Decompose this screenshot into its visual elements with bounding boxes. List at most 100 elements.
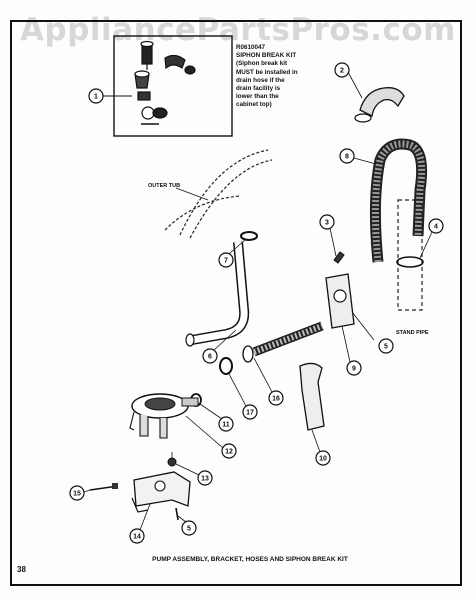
callout-12: 12 xyxy=(225,449,233,456)
outer-tub-rim-b xyxy=(189,159,273,239)
page-number: 38 xyxy=(17,565,26,574)
leader-13 xyxy=(175,463,200,476)
callout-16: 16 xyxy=(272,396,280,403)
callout-circle-11 xyxy=(218,416,234,432)
pump-leg-a xyxy=(139,414,149,437)
callout-circle-14 xyxy=(129,528,145,544)
callout-leader-5a xyxy=(351,311,375,341)
leader-7 xyxy=(228,239,246,255)
leader-5b xyxy=(177,515,187,523)
outer-tub-rim-a xyxy=(179,149,269,236)
callout-circle-9 xyxy=(346,360,362,376)
hose-bracket-hole xyxy=(333,289,347,303)
page-frame xyxy=(10,20,462,586)
callout-circle-15 xyxy=(69,485,85,501)
kit-valve-top xyxy=(134,70,150,78)
hose-end-16 xyxy=(242,345,254,363)
callout-circle-2 xyxy=(334,62,350,78)
outer-tub-label: OUTER TUB xyxy=(148,183,181,189)
outer-tub-rim-c xyxy=(164,195,241,231)
kit-note-line: drain facility is xyxy=(236,85,281,93)
pump-leg-b xyxy=(159,418,168,439)
kit-box xyxy=(113,35,233,137)
leader-2 xyxy=(347,71,363,99)
kit-clamp-b xyxy=(152,107,168,119)
drain-elbow-mouth xyxy=(354,113,372,123)
bracket-foot xyxy=(131,497,149,513)
kit-note-line: lower than the xyxy=(236,93,279,101)
callout-5a: 5 xyxy=(384,344,388,351)
callout-circle-7 xyxy=(218,252,234,268)
pump-inlet-tube-end xyxy=(185,333,195,347)
hose-clip xyxy=(333,251,345,264)
leader-3 xyxy=(329,227,337,257)
callout-circle-8 xyxy=(339,148,355,164)
callout-circle-6 xyxy=(202,348,218,364)
callout-numbers: 1 2 3 4 5 6 7 8 9 10 11 12 13 14 5 15 16… xyxy=(73,68,438,541)
drain-hose-ribs xyxy=(371,140,426,263)
callout-leaders xyxy=(83,71,433,531)
leader-9 xyxy=(341,325,351,363)
pump-hose-ribs xyxy=(252,323,324,355)
leader-16 xyxy=(253,357,273,393)
callout-circle-5b xyxy=(181,520,197,536)
callout-circle-13 xyxy=(197,470,213,486)
hose-clamp-4 xyxy=(396,256,424,268)
kit-part-number: R0610047 xyxy=(236,44,266,51)
pump-inlet-tube-fill xyxy=(191,241,248,344)
callout-8: 8 xyxy=(345,154,349,161)
kit-note-line: (Siphon break kit xyxy=(236,60,288,68)
kit-tee-cap xyxy=(140,40,154,48)
callout-circle-16 xyxy=(268,390,284,406)
kit-ring xyxy=(141,106,155,120)
kit-clamp-a xyxy=(184,65,196,75)
pump-assembly xyxy=(129,393,199,439)
kit-note-line: drain hose if the xyxy=(236,76,285,84)
callout-6: 6 xyxy=(208,354,212,361)
nut-13 xyxy=(167,457,177,467)
stand-pipe xyxy=(397,199,423,311)
callout-circle-12 xyxy=(221,443,237,459)
callout-3: 3 xyxy=(325,220,329,227)
outer-tub xyxy=(164,149,273,239)
hose-clamp-17 xyxy=(219,357,233,375)
leader-6 xyxy=(213,329,237,351)
bracket-hole xyxy=(154,480,166,492)
callout-circle-3 xyxy=(319,214,335,230)
screw-15-head xyxy=(112,483,118,489)
kit-elbow xyxy=(164,54,186,70)
callout-13: 13 xyxy=(201,476,209,483)
pump-impeller xyxy=(144,397,176,411)
leader-10 xyxy=(311,429,321,453)
callout-4: 4 xyxy=(434,224,438,231)
watermark: AppliancePartsPros.com xyxy=(20,12,456,48)
outer-tub-leader xyxy=(175,187,209,201)
pump-bracket-tab xyxy=(129,411,135,431)
callout-14: 14 xyxy=(133,534,141,541)
kit-title: SIPHON BREAK KIT xyxy=(236,52,297,60)
callout-circle-10 xyxy=(315,450,331,466)
kit-note-line: cabinet top) xyxy=(236,101,272,109)
diagram-caption: PUMP ASSEMBLY, BRACKET, HOSES AND SIPHON… xyxy=(152,556,348,563)
leader-14 xyxy=(139,503,151,531)
leveling-foot xyxy=(299,362,325,431)
drain-elbow xyxy=(359,87,405,117)
leader-11 xyxy=(199,403,223,420)
callout-17: 17 xyxy=(246,410,254,417)
pump-outlet xyxy=(181,397,199,407)
callout-9: 9 xyxy=(352,366,356,373)
screw-5-lower xyxy=(175,507,179,521)
leader-12 xyxy=(185,415,224,449)
callout-circle-17 xyxy=(242,404,258,420)
callout-5b: 5 xyxy=(187,526,191,533)
callout-15: 15 xyxy=(73,491,81,498)
leader-17 xyxy=(227,371,247,407)
leader-4 xyxy=(419,231,433,259)
callout-circle-5a xyxy=(378,338,394,354)
callout-10: 10 xyxy=(319,456,327,463)
siphon-kit-note: R0610047 SIPHON BREAK KIT (Siphon break … xyxy=(236,44,328,110)
callout-circle-4 xyxy=(428,218,444,234)
callouts xyxy=(69,62,444,544)
